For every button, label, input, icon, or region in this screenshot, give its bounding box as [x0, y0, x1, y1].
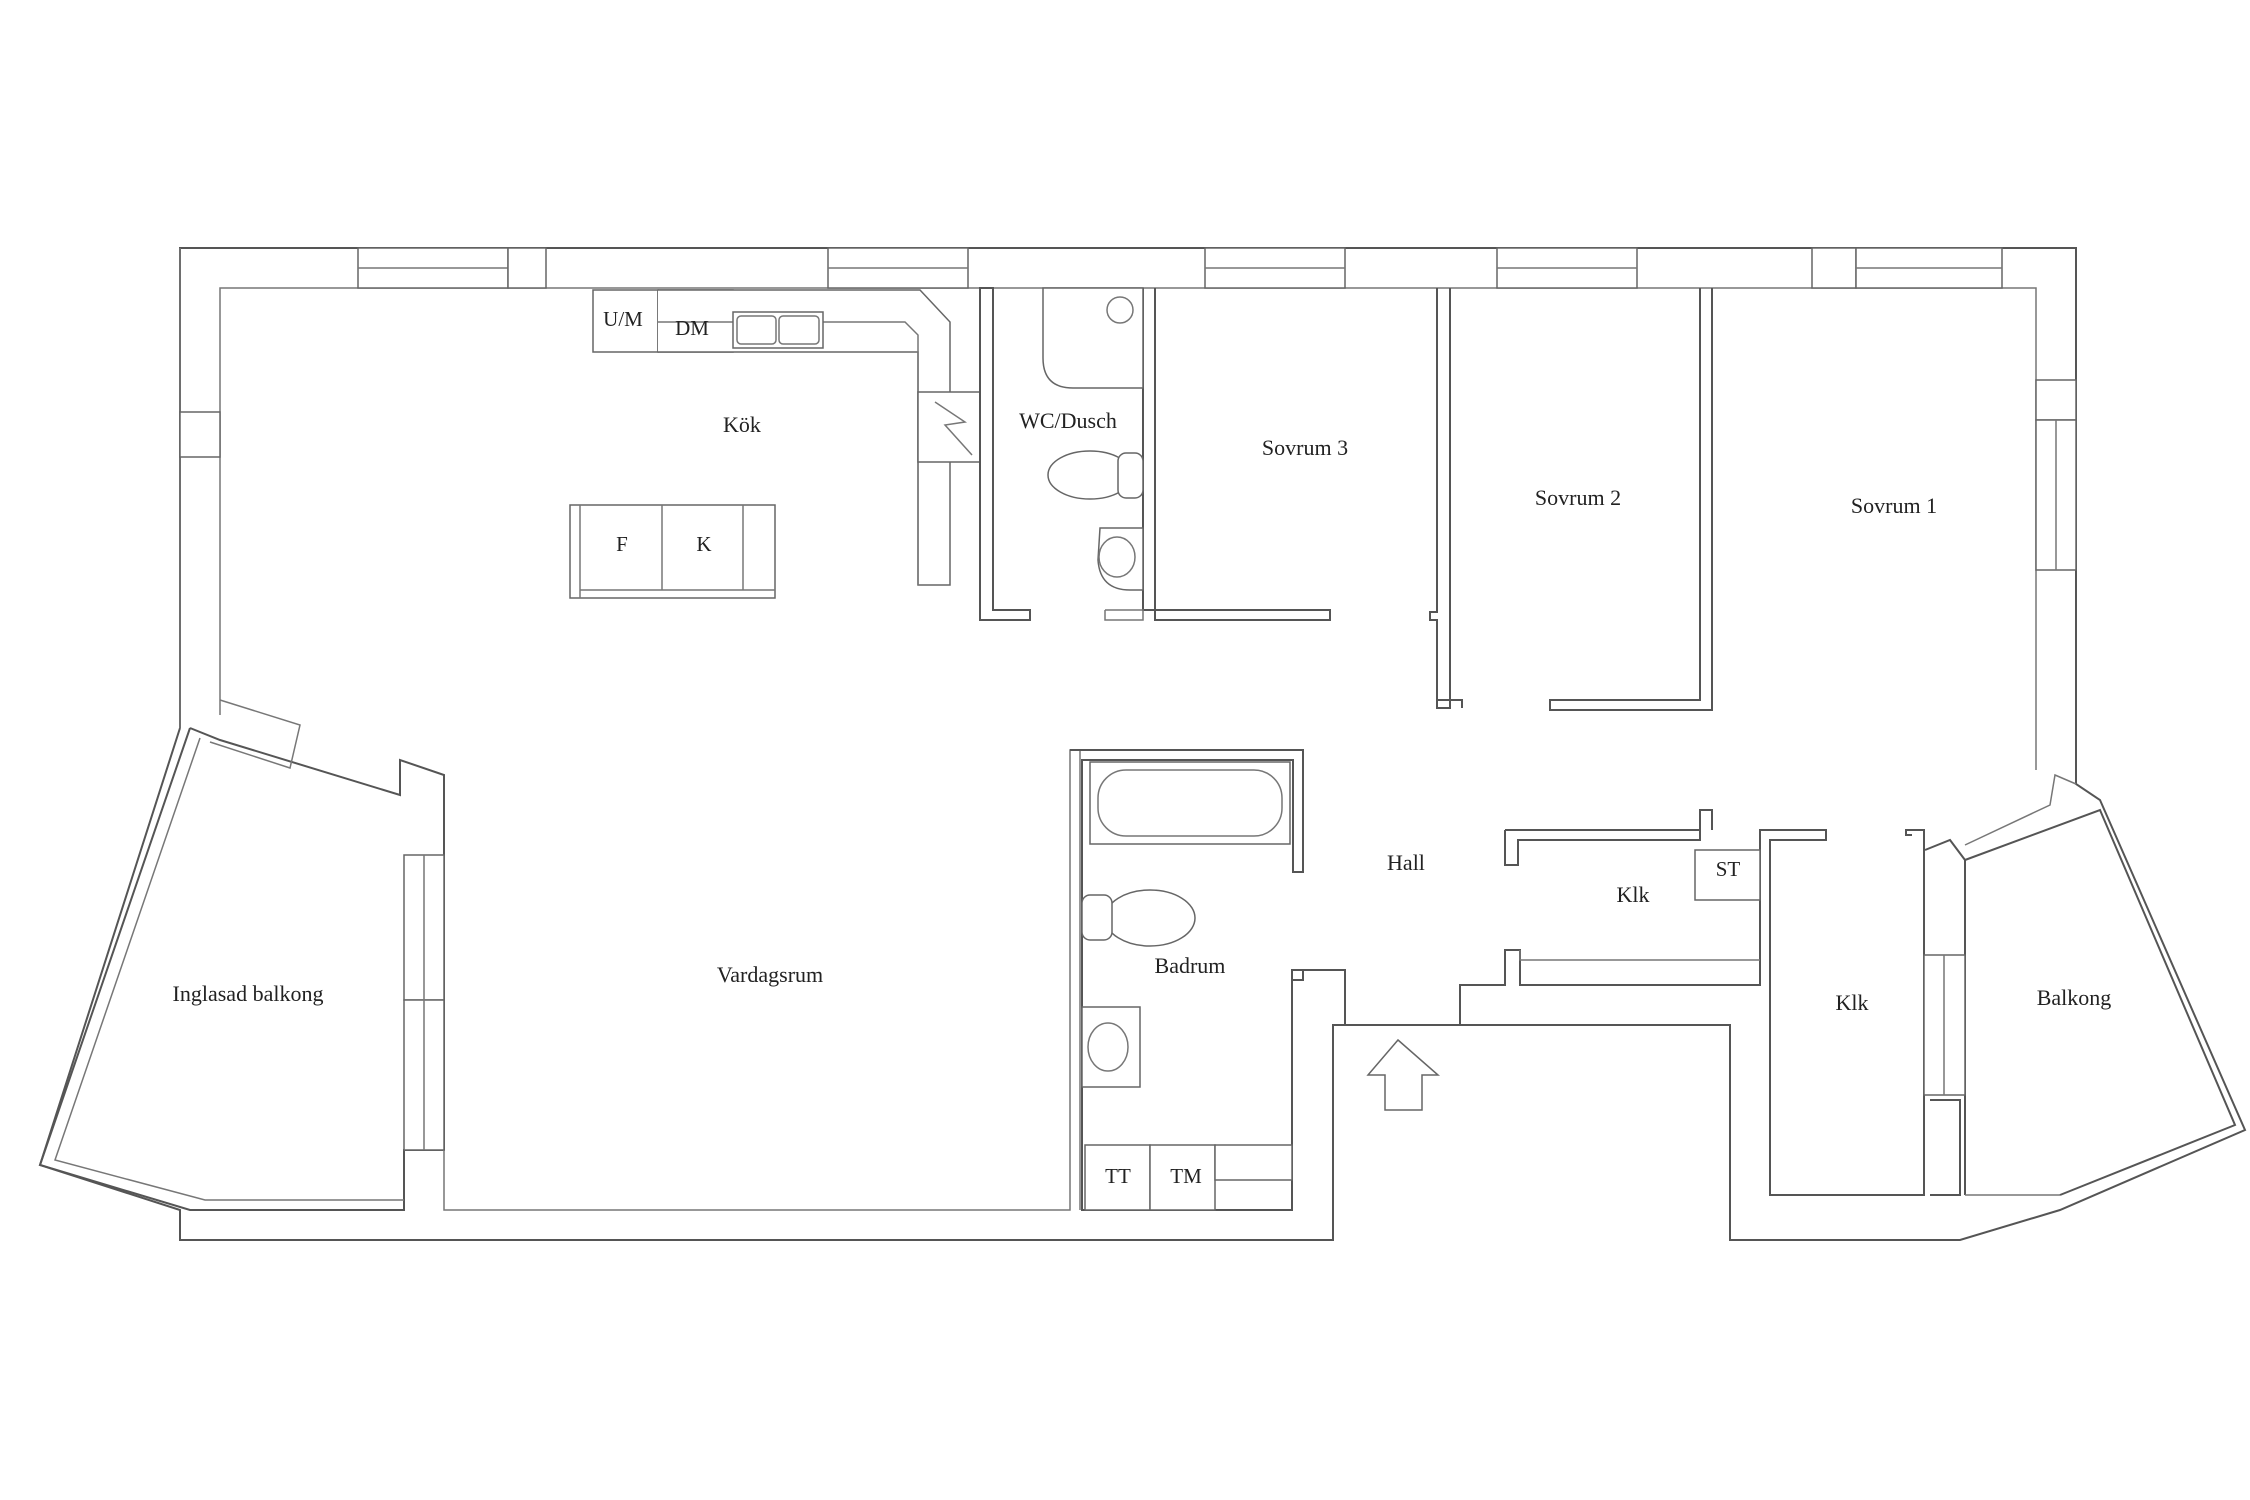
- washer-dryer: [592, 289, 659, 353]
- kitchen: [569, 289, 981, 599]
- hall-walls: [1459, 773, 2237, 1196]
- room-label-balkong: Balkong: [2037, 985, 2112, 1010]
- windows: [179, 247, 2077, 571]
- kitchen-island: [569, 504, 776, 599]
- stove: [917, 391, 981, 463]
- bath-toilet: [1104, 889, 1196, 947]
- fixture-label-tt: TT: [1105, 1164, 1131, 1188]
- wc-dusch: [979, 287, 1331, 621]
- room-label-wc-dusch: WC/Dusch: [1019, 408, 1117, 433]
- sink: [732, 311, 824, 349]
- fixture-label-tm: TM: [1170, 1164, 1202, 1188]
- cabinet: [1694, 849, 1761, 901]
- fixture-label-k: K: [696, 532, 711, 556]
- shower: [1042, 287, 1144, 389]
- room-label-badrum: Badrum: [1155, 953, 1226, 978]
- bedroom-walls: [1429, 288, 1713, 711]
- tumble-dryer: [1084, 1144, 1151, 1211]
- left-walls: [38, 699, 1081, 1211]
- bathtub: [1089, 761, 1291, 845]
- room-label-vardagsrum: Vardagsrum: [717, 962, 823, 987]
- room-label-kok: Kök: [723, 412, 761, 437]
- room-label-sovrum-1: Sovrum 1: [1851, 493, 1937, 518]
- room-label-inglasad-balkong: Inglasad balkong: [173, 981, 324, 1006]
- room-label-sovrum-2: Sovrum 2: [1535, 485, 1621, 510]
- room-label-sovrum-3: Sovrum 3: [1262, 435, 1348, 460]
- room-label-hall: Hall: [1387, 850, 1425, 875]
- entrance-arrow-icon: [1366, 1038, 1440, 1111]
- room-label-klk-large: Klk: [1836, 990, 1869, 1015]
- room-label-klk-small: Klk: [1617, 882, 1650, 907]
- badrum: [1070, 749, 1346, 1211]
- fixture-label-dm: DM: [675, 316, 709, 340]
- fixture-label-f: F: [616, 532, 628, 556]
- fixture-label-um: U/M: [603, 307, 643, 331]
- fixture-label-st: ST: [1716, 857, 1741, 881]
- washing-machine: [1149, 1144, 1216, 1211]
- bath-washbasin: [1081, 1006, 1141, 1088]
